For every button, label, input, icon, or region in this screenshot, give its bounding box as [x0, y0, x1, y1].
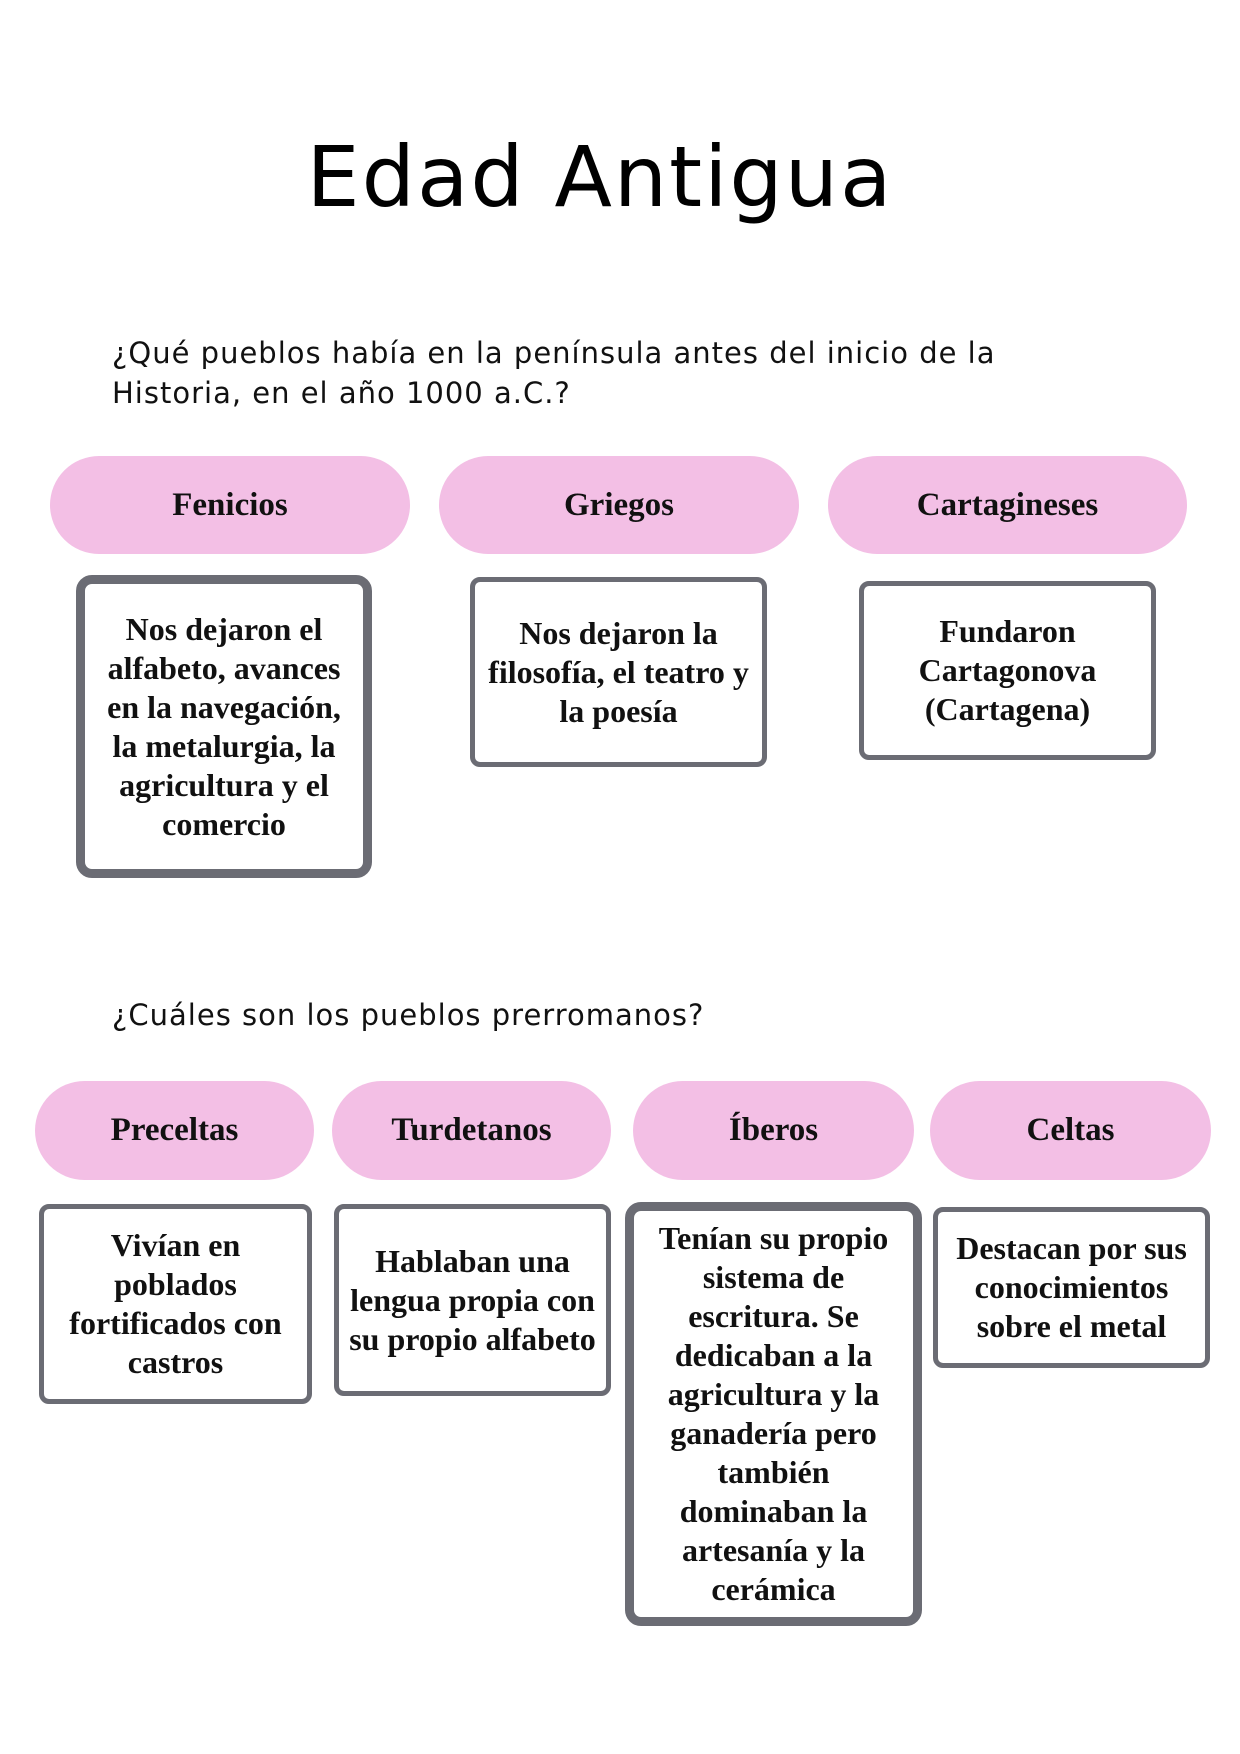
pill-cartagineses: Cartagineses	[828, 456, 1187, 554]
box-griegos: Nos dejaron la filosofía, el teatro y la…	[470, 577, 767, 767]
pill-iberos: Íberos	[633, 1081, 914, 1180]
box-preceltas: Vivían en poblados fortificados con cast…	[39, 1204, 312, 1404]
page-title: Edad Antigua	[306, 128, 894, 226]
box-cartagineses: Fundaron Cartagonova (Cartagena)	[859, 581, 1156, 760]
box-turdetanos: Hablaban una lengua propia con su propio…	[334, 1204, 611, 1396]
box-iberos: Tenían su propio sistema de escritura. S…	[625, 1202, 922, 1626]
pill-preceltas: Preceltas	[35, 1081, 314, 1180]
pill-celtas: Celtas	[930, 1081, 1211, 1180]
question-2: ¿Cuáles son los pueblos prerromanos?	[112, 998, 705, 1032]
box-celtas: Destacan por sus conocimientos sobre el …	[933, 1207, 1210, 1368]
box-fenicios: Nos dejaron el alfabeto, avances en la n…	[76, 575, 372, 878]
pill-fenicios: Fenicios	[50, 456, 410, 554]
question-1: ¿Qué pueblos había en la península antes…	[112, 336, 996, 410]
pill-griegos: Griegos	[439, 456, 799, 554]
pill-turdetanos: Turdetanos	[332, 1081, 611, 1180]
